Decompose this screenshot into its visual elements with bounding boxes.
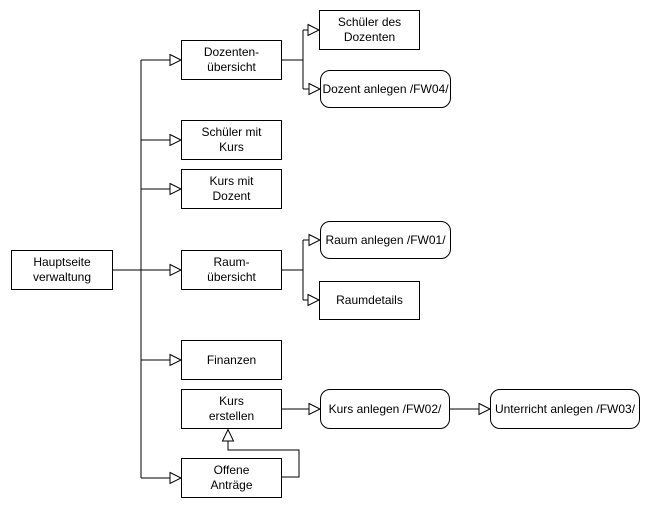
node-kurs-anlegen-fw02: Kurs anlegen /FW02/ [320, 389, 450, 429]
node-schueler-mit-kurs: Schüler mit Kurs [181, 120, 282, 160]
node-kurs-mit-dozent: Kurs mit Dozent [181, 169, 282, 209]
node-finanzen: Finanzen [181, 340, 282, 380]
node-label-line: Kurs [219, 140, 244, 154]
node-raum-anlegen-fw01: Raum anlegen /FW01/ [320, 221, 451, 259]
arrowhead-to-dozent-anlegen [308, 82, 322, 96]
node-label-line: Dozent [212, 189, 251, 203]
node-label-line: Dozent anlegen /FW04/ [322, 81, 449, 96]
arrowhead-to-offene-antraege [169, 471, 183, 485]
node-label-line: Offene [213, 463, 250, 477]
node-kurs-erstellen: Kurs erstellen [181, 389, 282, 429]
node-label-line: Kurs [219, 394, 244, 408]
arrowhead-to-schueler-mit-kurs [169, 133, 183, 147]
node-label-line: übersicht [207, 60, 256, 74]
arrowhead-to-schueler-des-dozenten [307, 23, 321, 37]
node-label-line: Kurs anlegen /FW02/ [328, 401, 442, 416]
node-label-line: Dozenten [343, 30, 396, 44]
node-dozent-anlegen-fw04: Dozent anlegen /FW04/ [320, 70, 451, 108]
node-label-line: Raumdetails [336, 293, 403, 307]
node-raum-uebersicht: Raum- übersicht [181, 250, 282, 290]
node-label-line: verwaltung [32, 270, 92, 284]
edge-offene-antraege-to-kurs-erstellen [227, 441, 300, 478]
arrowhead-to-kurs-mit-dozent [169, 182, 183, 196]
node-label-line: Dozenten- [203, 45, 260, 59]
node-schueler-des-dozenten: Schüler des Dozenten [319, 10, 420, 50]
node-label-line: Hauptseite [33, 255, 91, 269]
node-label-line: Finanzen [206, 352, 257, 367]
node-raumdetails: Raumdetails [319, 281, 420, 320]
node-label-line: erstellen [208, 409, 255, 423]
arrowhead-to-raum-uebersicht [169, 263, 183, 277]
node-label-line: Kurs mit [209, 174, 254, 188]
node-offene-antraege: Offene Anträge [181, 458, 282, 498]
arrowhead-up-to-kurs-erstellen [221, 428, 235, 442]
node-label-line: Schüler mit [201, 125, 262, 139]
arrowhead-to-kurs-anlegen [308, 402, 322, 416]
node-label-line: Raum anlegen /FW01/ [325, 232, 446, 247]
node-label-line: Unterricht anlegen /FW03/ [494, 401, 636, 416]
node-label-line: Schüler des [337, 15, 402, 29]
node-label-line: übersicht [207, 270, 256, 284]
node-unterricht-anlegen-fw03: Unterricht anlegen /FW03/ [490, 389, 640, 429]
node-label-line: Raum- [213, 255, 250, 269]
arrowhead-to-finanzen [169, 353, 183, 367]
node-dozenten-uebersicht: Dozenten- übersicht [181, 40, 282, 80]
arrowhead-to-unterricht-anlegen [478, 402, 492, 416]
arrowhead-to-raum-anlegen [308, 233, 322, 247]
node-label-line: Anträge [210, 478, 253, 492]
arrowhead-to-raumdetails [307, 293, 321, 307]
node-hauptseite-verwaltung: Hauptseite verwaltung [11, 250, 113, 290]
arrowhead-to-dozenten-uebersicht [169, 53, 183, 67]
